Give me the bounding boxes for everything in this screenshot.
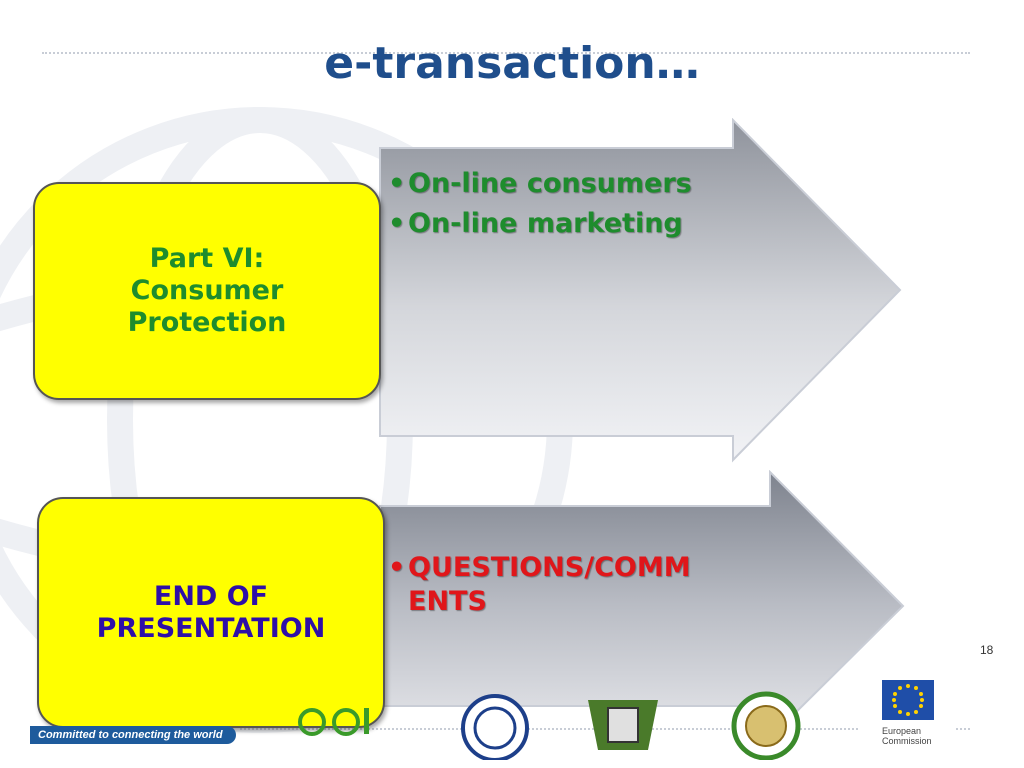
ec-label-line-1: European [882,726,922,736]
green-logo-icon [298,708,369,736]
part-vi-line-3: Protection [127,307,287,338]
bullet-questions-line-2: ENTS [408,586,487,617]
ec-label-line-2: Commission [882,736,932,746]
part-vi-line-2: Consumer [130,275,284,306]
consumer-bullet-list: On-line consumers On-line marketing [386,164,806,244]
coat-of-arms-logo-icon [588,700,658,750]
end-line-1: END OF [153,580,269,612]
ec-label: European Commission [882,726,932,746]
slide-title: e-transaction… [324,38,700,89]
bullet-questions-comments: QUESTIONS/COMM ENTS [386,551,786,619]
seal-logo-2-icon [731,691,801,760]
end-of-presentation-box: END OF PRESENTATION [37,497,385,728]
european-commission-logo [860,676,954,752]
part-vi-box: Part VI: Consumer Protection [33,182,381,400]
end-line-2: PRESENTATION [96,612,326,644]
bullet-online-consumers: On-line consumers [386,164,806,204]
bullet-questions-line-1: QUESTIONS/COMM [408,552,691,583]
top-divider [42,52,970,54]
part-vi-line-1: Part VI: [149,243,265,274]
bullet-online-marketing: On-line marketing [386,204,806,244]
page-number: 18 [980,643,994,657]
tagline-banner: Committed to connecting the world [30,726,236,744]
seal-logo-1-icon [461,694,529,760]
questions-bullet-list: QUESTIONS/COMM ENTS [386,551,786,619]
eu-flag-icon [882,680,934,720]
